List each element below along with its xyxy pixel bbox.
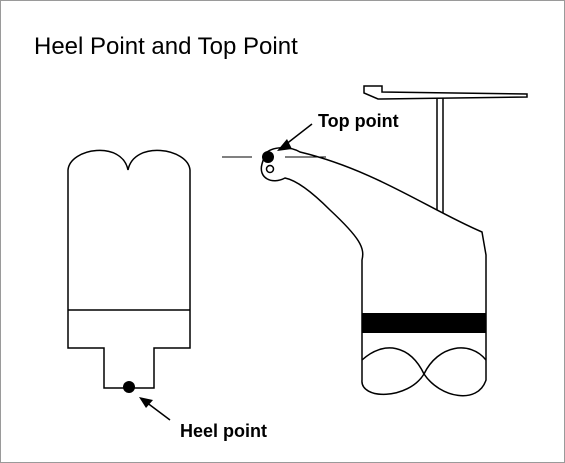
- heel-point-marker: Heel point: [123, 381, 267, 441]
- club-top-bar: [363, 85, 528, 100]
- heel-point-arrow-shaft: [145, 401, 171, 421]
- club-hinge-hole: [265, 164, 275, 174]
- club-figure: [260, 85, 528, 397]
- club-bottom-curve: [361, 347, 425, 375]
- diagram-title: Heel Point and Top Point: [34, 33, 298, 60]
- club-bottom-curve-right: [423, 347, 487, 375]
- top-point-arrow-head: [277, 139, 292, 151]
- club-body-outline: [260, 147, 487, 397]
- heel-figure: [67, 149, 191, 389]
- heel-point-dot: [123, 381, 135, 393]
- top-point-marker: Top point: [222, 111, 399, 163]
- heel-point-label: Heel point: [180, 421, 267, 441]
- top-point-arrow-shaft: [284, 123, 313, 146]
- club-black-band: [362, 313, 486, 333]
- top-point-label: Top point: [318, 111, 399, 131]
- top-point-dot: [262, 151, 274, 163]
- heel-point-arrow-head: [139, 397, 153, 408]
- heel-body-outline: [67, 149, 191, 389]
